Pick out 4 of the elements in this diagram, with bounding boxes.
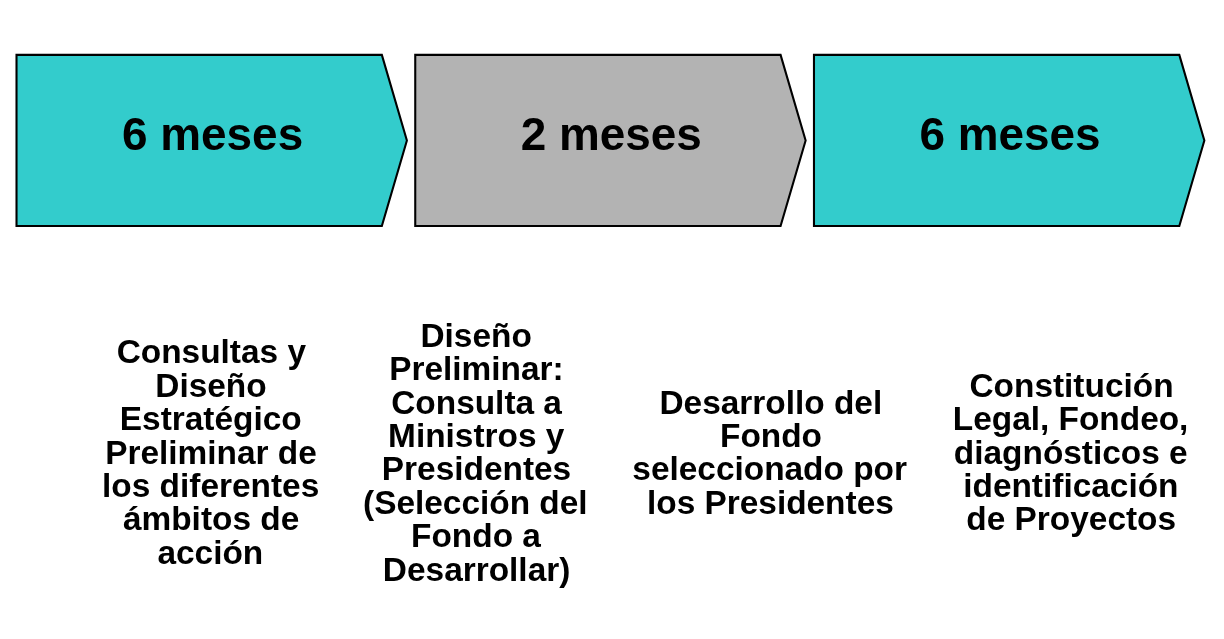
label: Diseño Preliminar: Consulta a Ministros y Presidentes (Selección del Fondo a Desarrollar) (363, 316, 588, 588)
label: Desarrollo del Fondo seleccionado por los Presidentes (632, 383, 907, 521)
label: Consultas y Diseño Estratégico Preliminar de los diferentes ámbitos de acción (102, 332, 320, 571)
label: Constitución Legal, Fondeo, diagnósticos e identificación de Proyectos (952, 366, 1189, 537)
